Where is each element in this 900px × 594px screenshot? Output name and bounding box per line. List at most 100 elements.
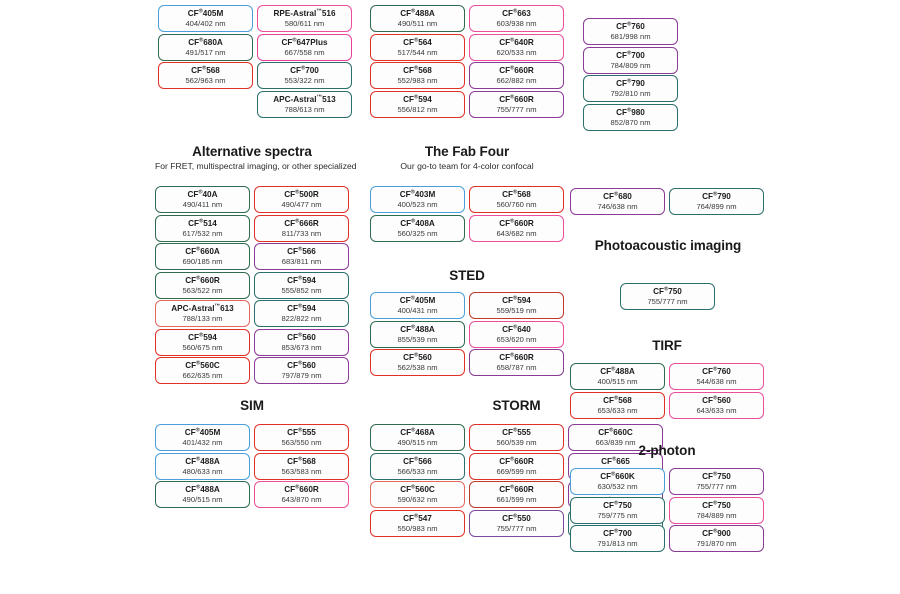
dye-ex-em: 544/638 nm — [696, 377, 737, 386]
dye-ex-em: 669/599 nm — [496, 466, 537, 476]
dye-name: CF®408A — [400, 217, 435, 228]
dye-ex-em: 517/544 nm — [397, 47, 438, 57]
dye-name: CF®660R — [499, 65, 534, 75]
dye-name: CF®560C — [400, 484, 435, 494]
dye-ex-em: 400/431 nm — [397, 306, 438, 315]
dye-name: CF®660A — [185, 246, 220, 256]
dye-name: CF®790 — [616, 78, 645, 88]
dye-ex-em: 788/613 nm — [284, 104, 325, 114]
dye-name: CF®760 — [616, 21, 645, 31]
dye-name: CF®750 — [702, 471, 731, 481]
dye-name: APC-Astral™613 — [171, 303, 234, 313]
dye-name: CF®488A — [400, 323, 435, 334]
dye-ex-em: 490/515 nm — [397, 438, 438, 447]
dye-name: CF®40A — [187, 189, 218, 199]
dye-name: CF®500R — [284, 189, 319, 199]
dye-name: CF®403M — [399, 189, 436, 199]
dye-ex-em: 643/633 nm — [696, 405, 737, 415]
dye-name: CF®568 — [502, 189, 531, 199]
dye-name: CF®750 — [603, 499, 632, 510]
group-title-fab-four: The Fab Four — [424, 144, 510, 159]
dye-ex-em: 791/870 nm — [696, 539, 737, 548]
dye-ex-em: 811/733 nm — [281, 228, 322, 238]
dye-name: CF®488A — [400, 8, 435, 18]
dye-name: CF®700 — [616, 49, 645, 60]
dye-name: CF®488A — [600, 366, 635, 376]
dye-name: CF®700 — [290, 65, 319, 75]
dye-name: CF®555 — [287, 427, 316, 437]
